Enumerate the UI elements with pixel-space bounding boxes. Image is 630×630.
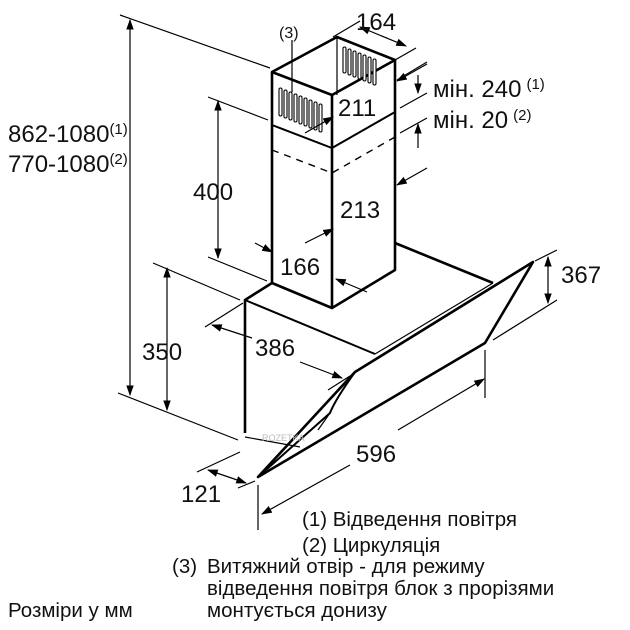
dim-bottom-depth: 121 [181, 481, 221, 508]
dim-chimney-height: 400 [193, 179, 233, 206]
dim-total-height-recirc: 770-1080(2) [8, 151, 128, 178]
legend-item-3-line-2: відведення повітря блок з прорізями [207, 577, 554, 600]
dim-hood-width: 596 [356, 441, 396, 468]
grill-slots [278, 46, 377, 133]
dim-clearance-recirc: мін. 20(2) [433, 107, 531, 134]
hood-body [243, 241, 535, 479]
dim-chimney-width: 164 [356, 9, 396, 36]
units-note: Розміри у мм [8, 599, 133, 622]
dim-hood-depth: 386 [255, 335, 295, 362]
dim-glass-height: 367 [561, 262, 601, 289]
dim-chimney-lower-depth: 166 [280, 254, 320, 281]
watermark-logo: ROZETKA [262, 433, 305, 443]
chimney [270, 35, 397, 310]
dim-total-height-exhaust: 862-1080(1) [8, 121, 128, 148]
legend-item-3-line-1: Витяжний отвір - для режиму [207, 555, 485, 578]
dim-hood-height: 350 [142, 339, 182, 366]
legend-item-3-line-3: монтується донизу [207, 599, 388, 622]
legend-item-3-number: (3) [172, 555, 197, 578]
legend-item-1: (1) Відведення повітря [302, 508, 517, 531]
grill-callout: (3) [279, 25, 299, 42]
dim-chimney-depth: 213 [340, 197, 380, 224]
dimension-lines [117, 14, 558, 530]
dim-clearance-exhaust: мін. 240(1) [433, 76, 545, 103]
legend-item-2: (2) Циркуляція [302, 534, 440, 557]
dim-chimney-inner-depth: 211 [338, 95, 376, 122]
